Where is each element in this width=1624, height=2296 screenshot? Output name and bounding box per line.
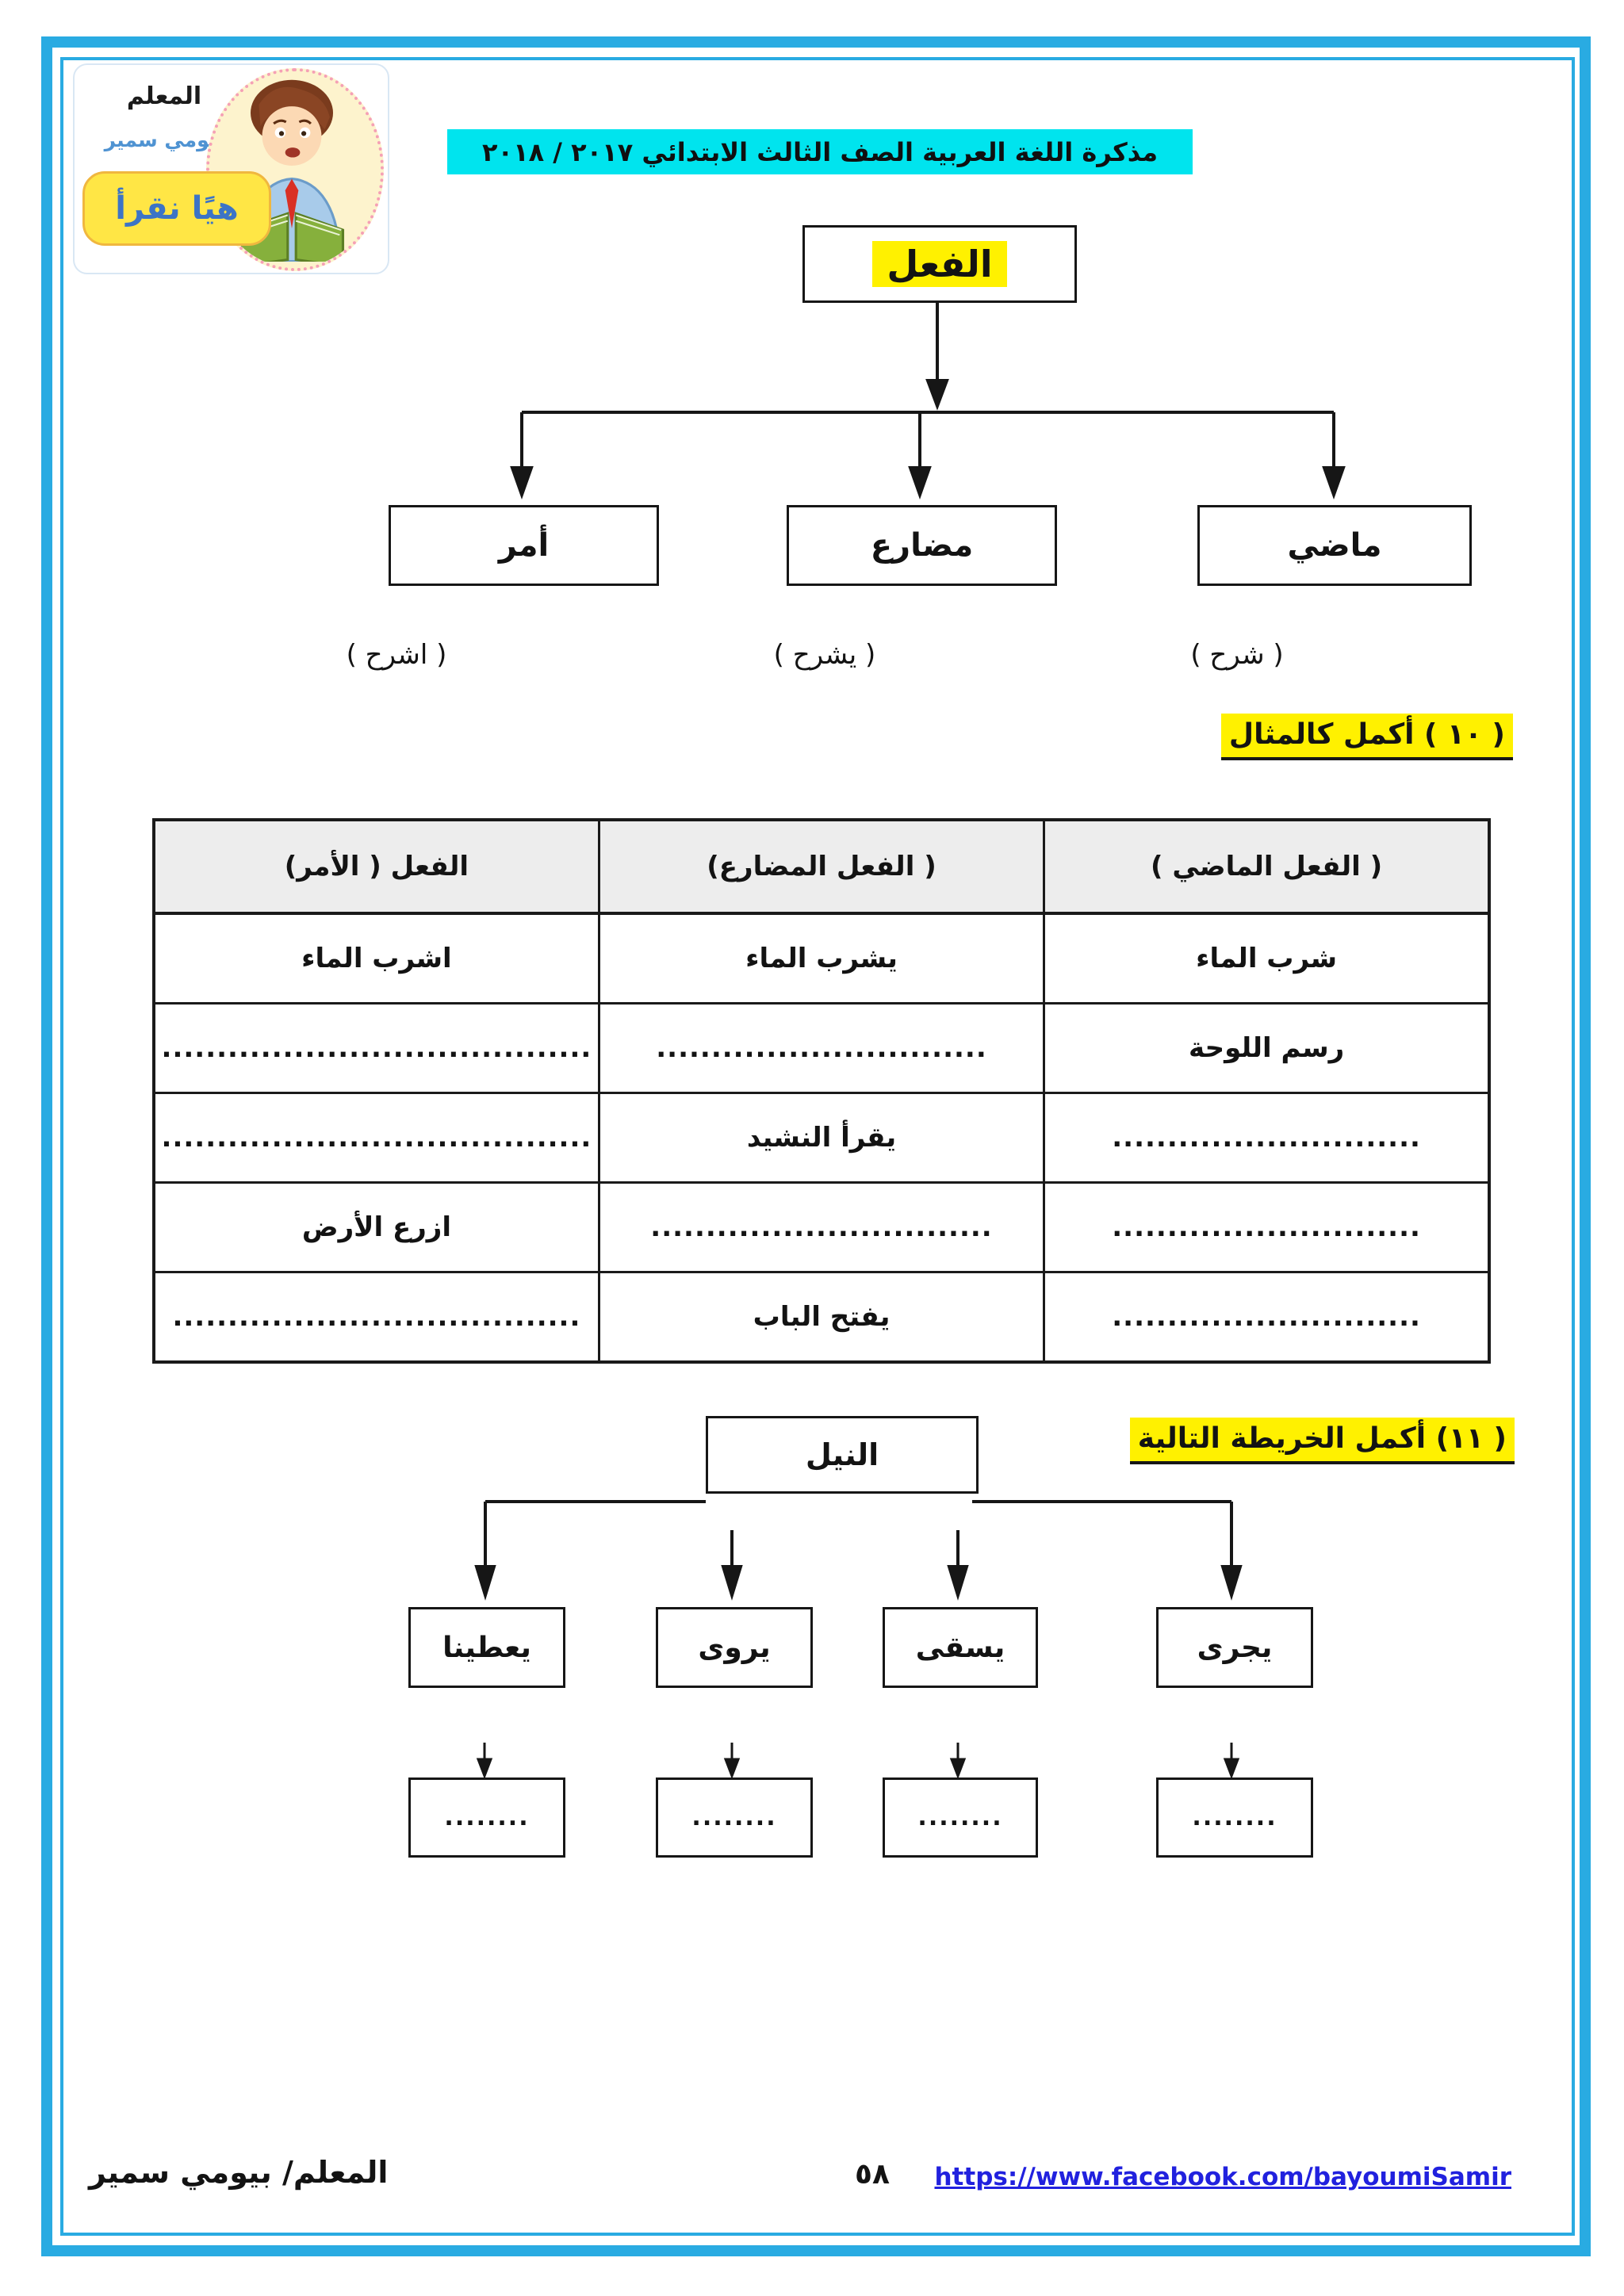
verb-box-madi: ماضي [1197,505,1472,586]
table-cell: شرب الماء [1043,912,1491,1004]
verb-chart-root-box: الفعل [802,225,1077,303]
page-border-inner [60,57,1575,2236]
blank-cell: ............................ [1043,1271,1491,1364]
page-title: مذكرة اللغة العربية الصف الثالث الابتدائ… [447,129,1193,174]
nile-box-yateena: يعطينا [408,1607,565,1688]
table-cell: يقرأ النشيد [597,1092,1046,1184]
blank-cell: ....................................... [152,1002,600,1094]
table-cell: يفتح الباب [597,1271,1046,1364]
table-cell: ازرع الأرض [152,1181,600,1273]
column-header-madi: ( الفعل الماضي ) [1043,818,1491,915]
nile-blank-box: ........ [883,1777,1038,1858]
nile-box-yagri: يجرى [1156,1607,1313,1688]
nile-root-box: النيل [706,1416,979,1494]
blank-cell: ............................... [597,1181,1046,1273]
verb-chart-root-label: الفعل [872,241,1007,287]
nile-blank-box: ........ [1156,1777,1313,1858]
table-row: ............................ يفتح الباب … [152,1271,1491,1364]
verb-box-amr: أمر [389,505,659,586]
logo-slogan-badge: هيًا نقرأ [82,171,271,246]
table-cell: رسم اللوحة [1043,1002,1491,1094]
logo-teacher-title: المعلم [126,82,202,110]
table-row: ............................ ...........… [152,1181,1491,1273]
blank-cell: ............................ [1043,1181,1491,1273]
blank-cell: ....................................... [152,1092,600,1184]
table-header-row: ( الفعل الماضي ) ( الفعل المضارع) الفعل … [152,818,1491,915]
nile-box-yasqi: يسقى [883,1607,1038,1688]
blank-cell: .............................. [597,1002,1046,1094]
table-row: ............................ يقرأ النشيد… [152,1092,1491,1184]
blank-cell: ............................ [1043,1092,1491,1184]
teacher-logo: المعلم بيومي سمير هيًا نقرأ [73,63,389,274]
facebook-link[interactable]: https://www.facebook.com/bayoumiSamir [934,2163,1511,2191]
blank-cell: ..................................... [152,1271,600,1364]
table-cell: يشرب الماء [597,912,1046,1004]
column-header-amr: الفعل ( الأمر) [152,818,600,915]
verb-box-mudari: مضارع [787,505,1057,586]
verb-example-amr: ( اشرح ) [346,639,447,671]
page-number: ٥٨ [855,2158,890,2191]
nile-blank-box: ........ [656,1777,813,1858]
column-header-mudari: ( الفعل المضارع) [597,818,1046,915]
table-cell: اشرب الماء [152,912,600,1004]
page-border-outer [41,36,1591,2256]
question-11-heading: ( ١١) أكمل الخريطة التالية [1129,1418,1515,1464]
nile-box-yarwi: يروى [656,1607,813,1688]
table-row: شرب الماء يشرب الماء اشرب الماء [152,912,1491,1004]
verb-forms-table: ( الفعل الماضي ) ( الفعل المضارع) الفعل … [152,818,1491,1364]
verb-example-madi: ( شرح ) [1190,639,1284,671]
reading-boy-icon [206,68,384,271]
nile-blank-box: ........ [408,1777,565,1858]
boy-illustration [239,79,345,268]
table-row: رسم اللوحة .............................… [152,1002,1491,1094]
logo-teacher-name: بيومي سمير [104,128,225,151]
verb-example-mudari: ( يشرح ) [773,639,876,671]
footer-teacher-name: المعلم/ بيومي سمير [89,2155,389,2190]
question-10-heading: ( ١٠ ) أكمل كالمثال [1220,714,1513,760]
